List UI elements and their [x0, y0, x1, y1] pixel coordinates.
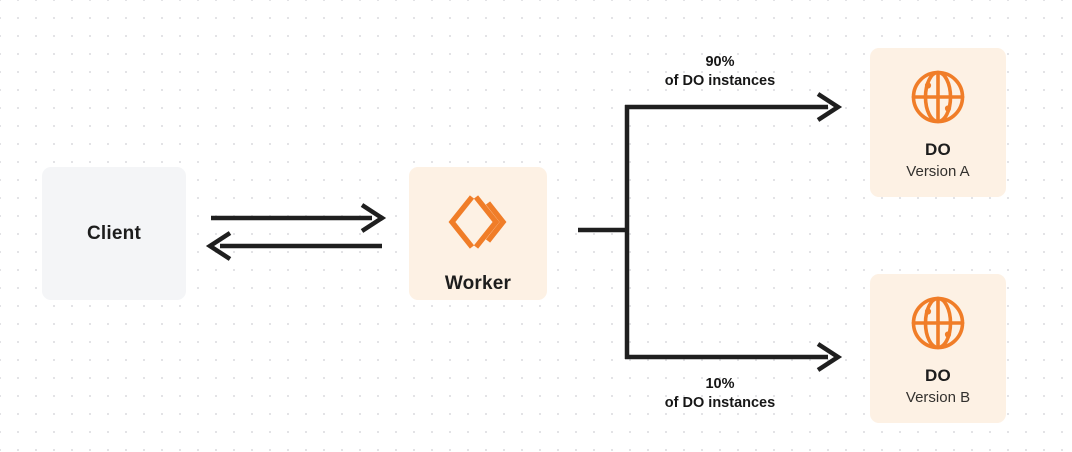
node-do-b-title: DO	[924, 366, 952, 385]
globe-icon	[909, 294, 967, 352]
globe-icon	[909, 68, 967, 126]
node-worker[interactable]: Worker	[409, 167, 547, 300]
node-do-version-a[interactable]: DO Version A	[870, 48, 1006, 197]
edge-label-do-b: 10% of DO instances	[631, 375, 809, 413]
edge-label-do-a-caption: of DO instances	[664, 73, 776, 89]
edge-label-do-a-percent: 90%	[705, 54, 735, 70]
arrow-worker-to-do-b	[625, 342, 843, 372]
arrow-client-to-worker	[211, 203, 387, 233]
edge-label-do-b-caption: of DO instances	[664, 395, 776, 411]
node-do-b-subtitle: Version B	[905, 389, 971, 406]
branch-connector	[578, 105, 630, 359]
node-do-a-title: DO	[924, 140, 952, 159]
node-do-a-subtitle: Version A	[906, 163, 970, 180]
node-worker-label: Worker	[444, 273, 512, 294]
node-client-label: Client	[87, 222, 141, 244]
cloudflare-workers-logo-icon	[447, 193, 509, 251]
arrow-worker-to-do-a	[625, 92, 843, 122]
node-do-version-b[interactable]: DO Version B	[870, 274, 1006, 423]
node-client[interactable]: Client	[42, 167, 186, 300]
edge-label-do-a: 90% of DO instances	[631, 53, 809, 91]
edge-label-do-b-percent: 10%	[705, 376, 735, 392]
arrow-worker-to-client	[205, 231, 382, 261]
